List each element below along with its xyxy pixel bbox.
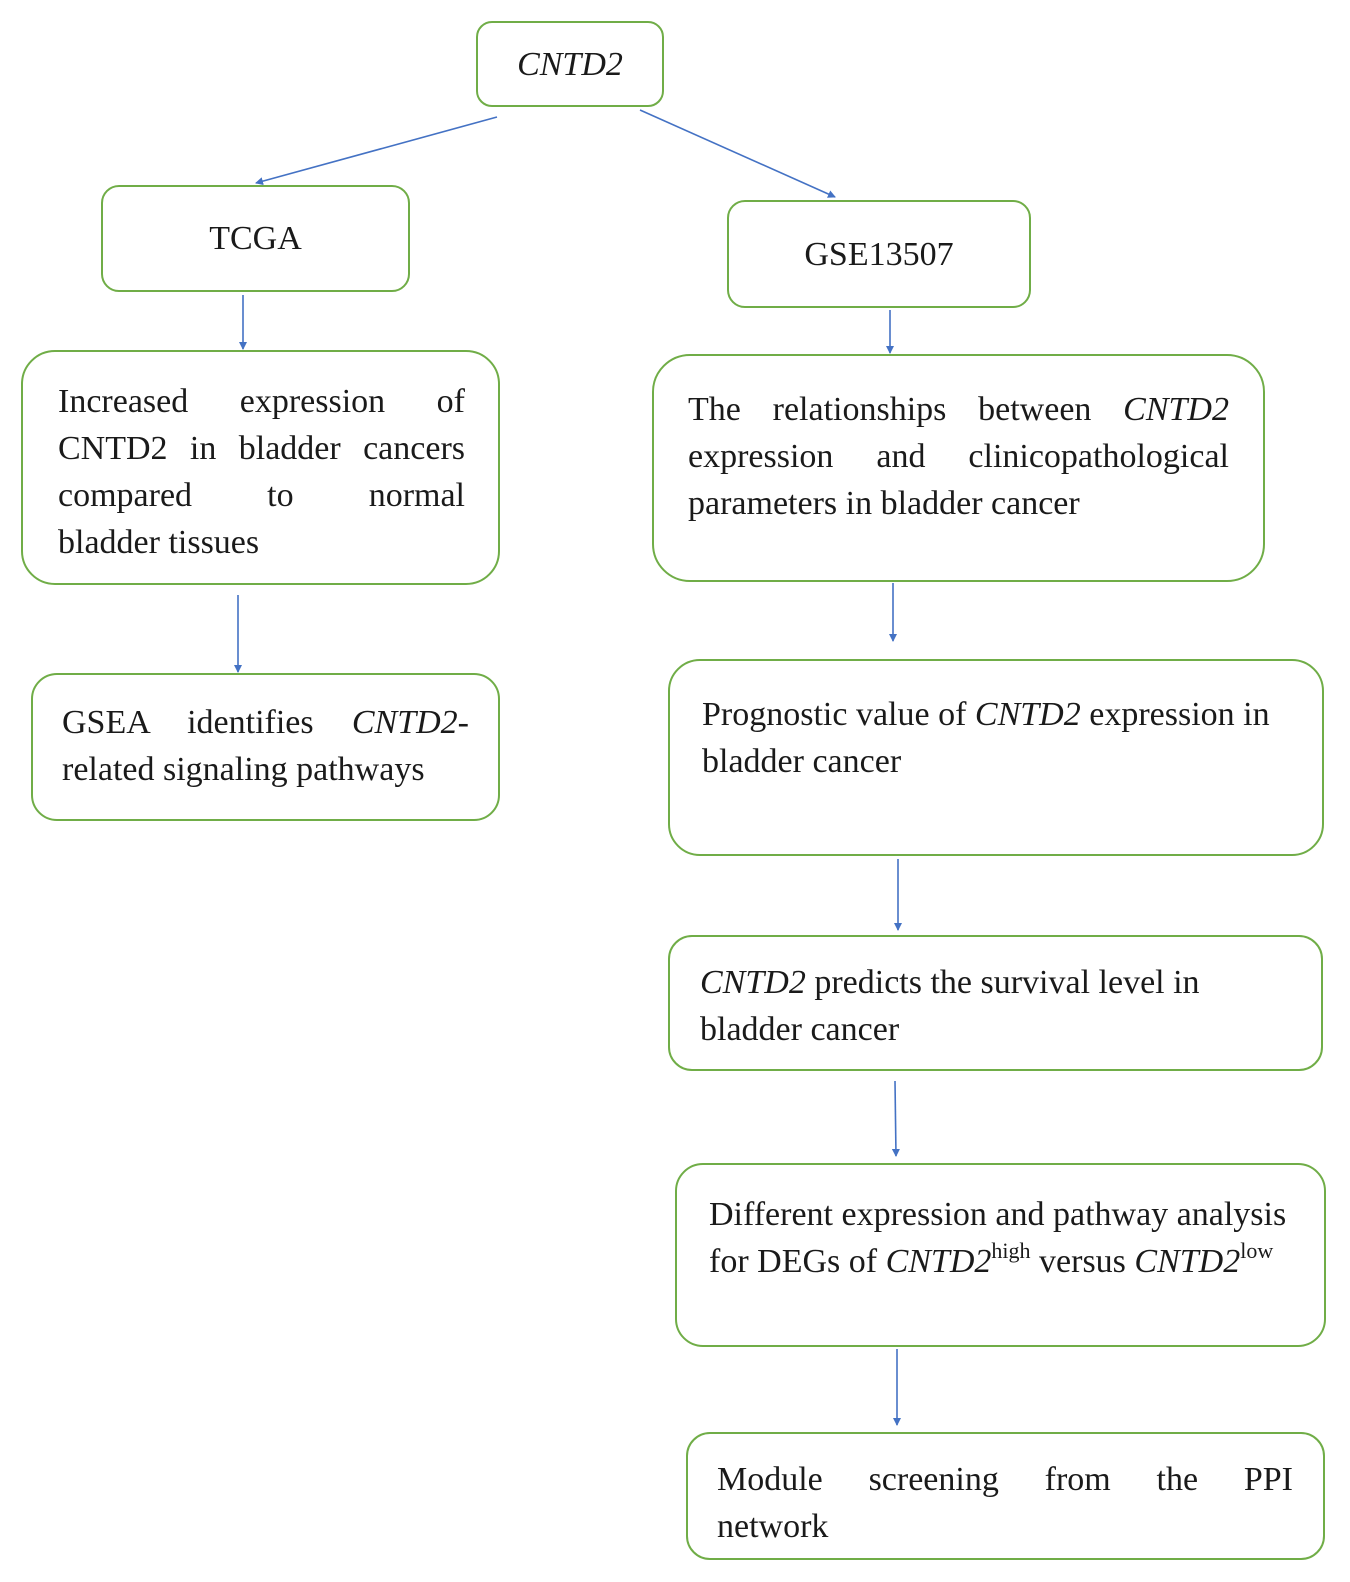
arrow-root-to-gse bbox=[639, 109, 836, 198]
different-sup-high: high bbox=[991, 1238, 1031, 1263]
increased-line-2: CNTD2 in bladder cancers bbox=[58, 430, 465, 467]
different-gene-low: CNTD2 bbox=[1134, 1243, 1241, 1280]
arrow-survival-to-different bbox=[891, 1080, 900, 1157]
different-text: Different expression and pathway analysi… bbox=[709, 1196, 1287, 1280]
prognostic-text: Prognostic value of CNTD2 expression in … bbox=[702, 696, 1270, 780]
node-cntd2-label: CNTD2 bbox=[517, 45, 623, 83]
prognostic-gene: CNTD2 bbox=[974, 696, 1081, 733]
relationships-text: The relationships between CNTD2 expressi… bbox=[688, 391, 1229, 522]
node-gse13507: GSE13507 bbox=[727, 200, 1031, 308]
different-gene-high: CNTD2 bbox=[885, 1243, 992, 1280]
module-line-2: network bbox=[717, 1508, 829, 1545]
node-prognostic: Prognostic value of CNTD2 expression in … bbox=[668, 659, 1324, 856]
node-cntd2: CNTD2 bbox=[476, 21, 664, 107]
node-module-screening: Module screening from the PPI network bbox=[686, 1432, 1325, 1560]
node-tcga: TCGA bbox=[101, 185, 410, 292]
node-gsea: GSEA identifies CNTD2-related signaling … bbox=[31, 673, 500, 821]
increased-line-4: bladder tissues bbox=[58, 524, 260, 561]
different-sup-low: low bbox=[1240, 1238, 1274, 1263]
node-increased-expression: Increased expression of CNTD2 in bladder… bbox=[21, 350, 500, 585]
module-line-1: Module screening from the PPI bbox=[717, 1461, 1293, 1498]
gsea-text: GSEA identifies CNTD2-related signaling … bbox=[62, 704, 469, 788]
arrow-root-to-tcga bbox=[255, 116, 498, 186]
node-gse13507-label: GSE13507 bbox=[804, 235, 954, 273]
relationships-gene: CNTD2 bbox=[1123, 391, 1229, 428]
increased-line-3: compared to normal bbox=[58, 477, 465, 514]
survival-text: CNTD2 predicts the survival level in bla… bbox=[700, 964, 1200, 1048]
node-tcga-label: TCGA bbox=[209, 220, 302, 257]
node-different-expression: Different expression and pathway analysi… bbox=[675, 1163, 1326, 1347]
node-relationships: The relationships between CNTD2 expressi… bbox=[652, 354, 1265, 582]
gsea-gene: CNTD2 bbox=[351, 704, 458, 741]
increased-line-1: Increased expression of bbox=[58, 383, 465, 420]
survival-gene: CNTD2 bbox=[700, 964, 806, 1001]
node-survival: CNTD2 predicts the survival level in bla… bbox=[668, 935, 1323, 1071]
